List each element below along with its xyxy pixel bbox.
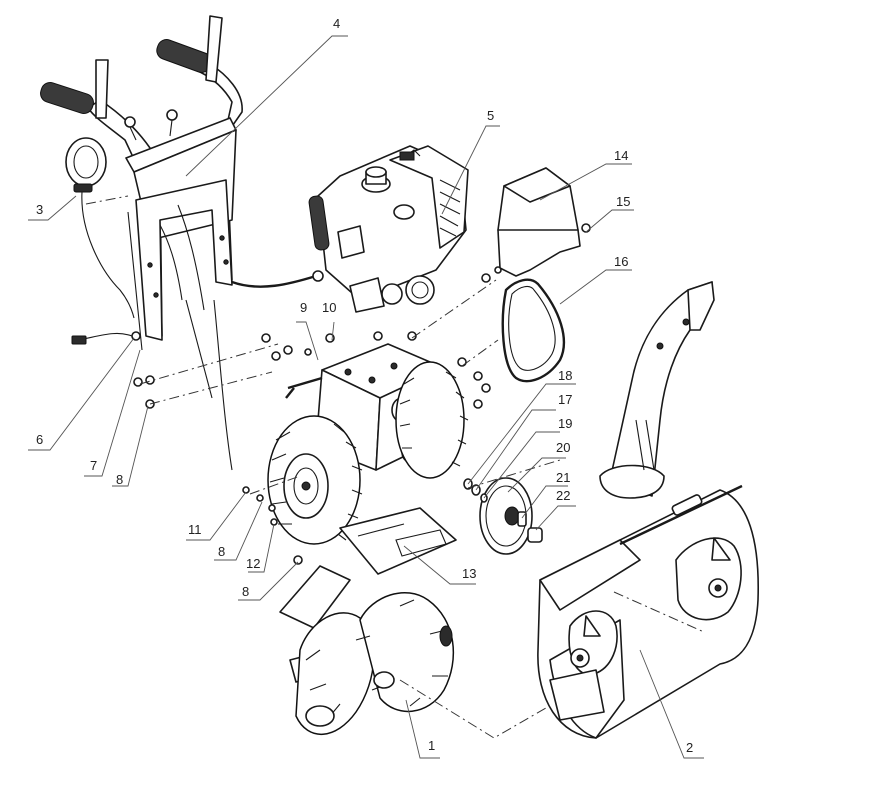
right-wheel [395, 361, 469, 479]
callout-22: 22 [556, 488, 570, 503]
callout-2: 2 [686, 740, 693, 755]
discharge-chute [599, 281, 715, 499]
callout-5: 5 [487, 108, 494, 123]
engine [308, 145, 469, 313]
callout-8-bottom: 8 [242, 584, 249, 599]
callout-1: 1 [428, 738, 435, 753]
callout-15: 15 [616, 194, 630, 209]
callout-12: 12 [246, 556, 260, 571]
callout-4: 4 [333, 16, 340, 31]
callout-19: 19 [558, 416, 572, 431]
callout-10: 10 [322, 300, 336, 315]
handle-assembly [40, 15, 324, 471]
callout-18: 18 [558, 368, 572, 383]
headlight [65, 137, 135, 319]
callout-14: 14 [614, 148, 628, 163]
callout-16: 16 [614, 254, 628, 269]
callout-13: 13 [462, 566, 476, 581]
callout-9: 9 [300, 300, 307, 315]
callout-20: 20 [556, 440, 570, 455]
callout-17: 17 [558, 392, 572, 407]
left-grip [40, 81, 94, 115]
callout-21: 21 [556, 470, 570, 485]
belt [501, 278, 566, 383]
callout-7: 7 [90, 458, 97, 473]
belt-cover [497, 167, 581, 277]
callout-leaders [28, 35, 704, 759]
callout-6: 6 [36, 432, 43, 447]
auger [279, 565, 455, 735]
right-grip [156, 39, 212, 73]
auger-housing [537, 484, 760, 739]
callout-8-mid: 8 [218, 544, 225, 559]
callout-8-top: 8 [116, 472, 123, 487]
base-plate [339, 507, 457, 575]
callout-3: 3 [36, 202, 43, 217]
assembly-center-lines [85, 195, 705, 739]
callout-labels: 4 5 14 15 16 3 6 7 8 9 10 11 8 12 8 13 1… [36, 16, 693, 755]
callout-11: 11 [188, 522, 202, 537]
left-wheel [267, 415, 363, 545]
wire-plug [71, 331, 141, 345]
